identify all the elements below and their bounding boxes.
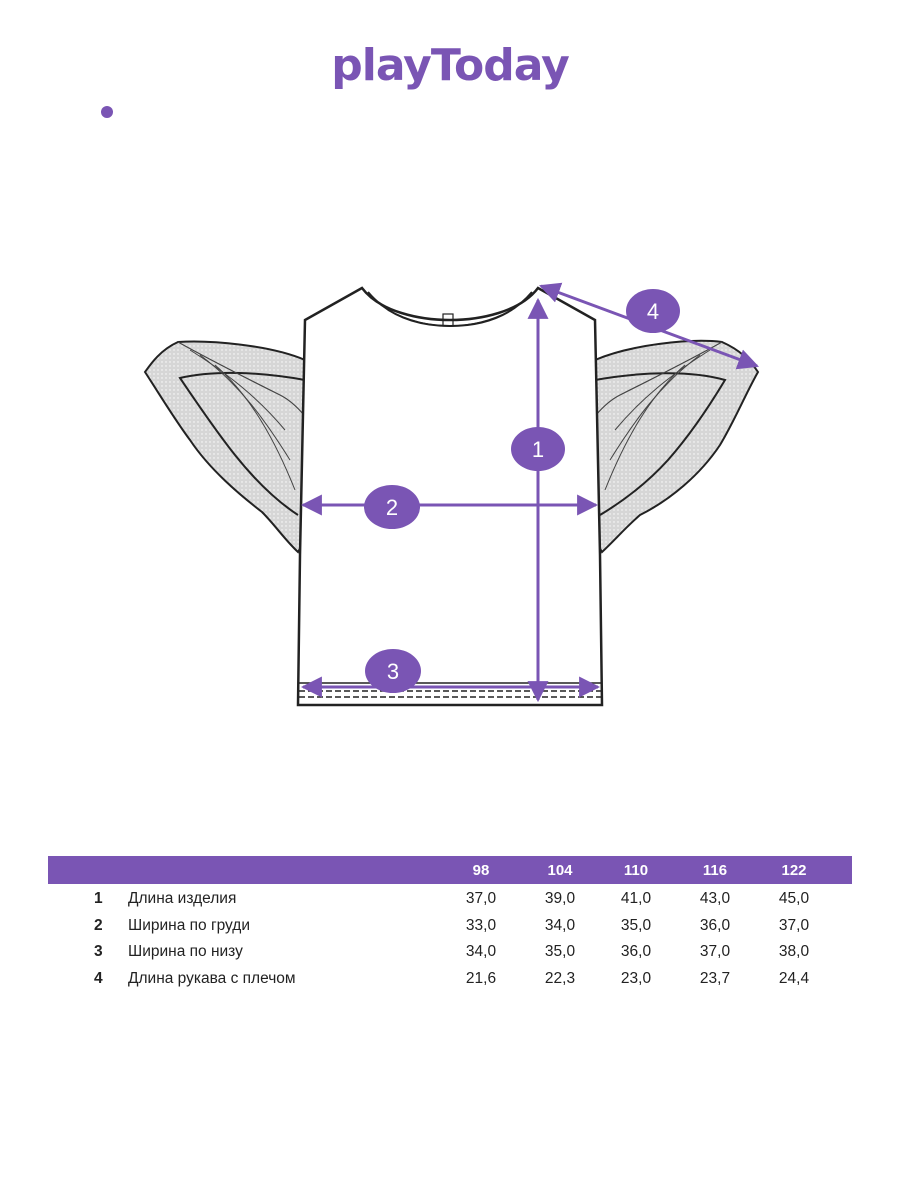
table-cell: 35,0 (620, 916, 652, 934)
table-cell: 37,0 (699, 943, 731, 960)
table-cell: 43,0 (699, 890, 731, 907)
table-cell: 38,0 (778, 943, 810, 960)
table-row: 4 Длина рукава с плечом 21,6 22,3 23,0 2… (48, 964, 852, 991)
table-cell: 24,4 (778, 969, 810, 987)
table-cell: 36,0 (620, 943, 652, 960)
row-number: 4 (94, 969, 103, 987)
tshirt-body (296, 286, 604, 707)
table-cell: 36,0 (699, 916, 731, 934)
row-number: 2 (94, 916, 103, 934)
row-label: Ширина по груди (128, 916, 250, 934)
table-cell: 37,0 (778, 916, 810, 934)
table-cell: 22,3 (544, 969, 576, 987)
row-label: Ширина по низу (128, 943, 243, 960)
row-number: 1 (94, 890, 103, 907)
size-header: 122 (781, 862, 807, 879)
table-cell: 37,0 (465, 890, 497, 907)
table-row: 1 Длина изделия 37,0 39,0 41,0 43,0 45,0 (48, 884, 852, 911)
svg-text:3: 3 (387, 659, 399, 684)
svg-text:1: 1 (532, 437, 544, 462)
size-header: 98 (472, 862, 490, 879)
table-cell: 23,7 (699, 969, 731, 987)
row-label: Длина рукава с плечом (128, 969, 296, 987)
right-sleeve-ruffle (594, 339, 760, 554)
size-header: 116 (702, 862, 728, 879)
table-cell: 34,0 (465, 943, 497, 960)
logo-dot-icon (101, 106, 113, 118)
size-header: 104 (547, 862, 573, 879)
table-cell: 35,0 (544, 943, 576, 960)
table-cell: 33,0 (465, 916, 497, 934)
marker-3: 3 (365, 649, 421, 693)
svg-text:2: 2 (386, 495, 398, 520)
marker-4: 4 (626, 289, 680, 333)
left-sleeve-ruffle (143, 340, 306, 554)
row-number: 3 (94, 943, 103, 960)
marker-2: 2 (364, 485, 420, 529)
svg-text:4: 4 (647, 299, 659, 324)
row-label: Длина изделия (128, 890, 237, 907)
table-row: 2 Ширина по груди 33,0 34,0 35,0 36,0 37… (48, 911, 852, 938)
table-cell: 41,0 (620, 890, 652, 907)
table-cell: 34,0 (544, 916, 576, 934)
table-cell: 23,0 (620, 969, 652, 987)
size-table: 98 104 110 116 122 1 Длина изделия 37,0 … (48, 856, 852, 990)
table-cell: 21,6 (465, 969, 497, 987)
table-row: 3 Ширина по низу 34,0 35,0 36,0 37,0 38,… (48, 937, 852, 964)
brand-logo: playToday (0, 40, 900, 118)
marker-1: 1 (511, 427, 565, 471)
garment-diagram: 1 2 3 4 (143, 282, 760, 707)
logo-text: playToday (331, 40, 570, 91)
table-cell: 45,0 (778, 890, 810, 907)
size-header: 110 (623, 862, 649, 879)
size-table-header: 98 104 110 116 122 (48, 856, 852, 884)
table-cell: 39,0 (544, 890, 576, 907)
